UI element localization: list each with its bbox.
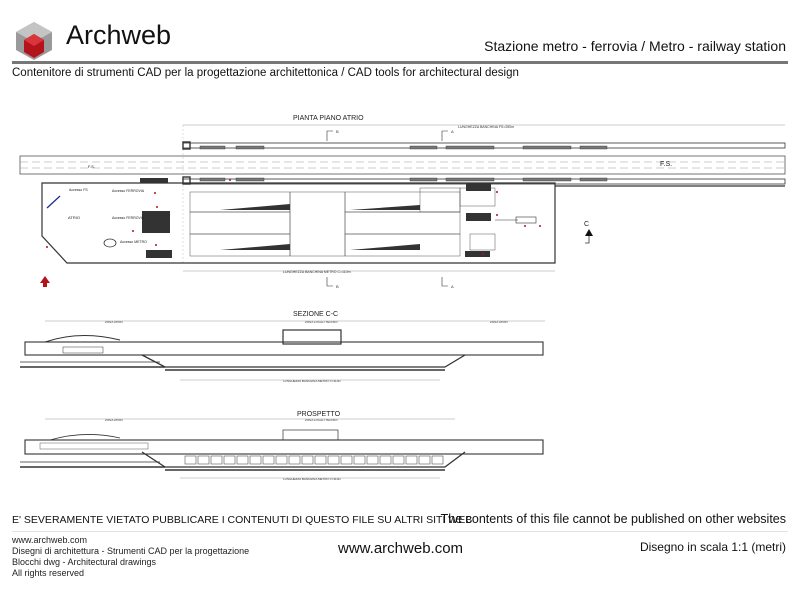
cut-b-label-top: B bbox=[336, 129, 339, 134]
fire-markers bbox=[46, 179, 541, 255]
logo-text: Archweb bbox=[66, 20, 172, 50]
elevation-window bbox=[366, 455, 379, 465]
plan-title: PIANTA PIANO ATRIO bbox=[293, 115, 364, 122]
zona-atrio-label-1: ZONA ATRIO bbox=[105, 320, 123, 324]
elevation-window bbox=[431, 455, 444, 465]
scale-note: Disegno in scala 1:1 (metri) bbox=[639, 540, 786, 554]
elevation-window bbox=[223, 455, 236, 465]
dim-fs-label: LUNGHEZZA BANCHINA FS=250m bbox=[458, 125, 514, 129]
elevation-window bbox=[275, 455, 288, 465]
elevation-window bbox=[379, 455, 392, 465]
dim-metro-label: LUNGHEZZA BANCHINA METRO C=110m bbox=[283, 270, 351, 274]
fs-label: F.S. bbox=[88, 164, 95, 169]
elevation-window bbox=[327, 455, 340, 465]
zona-locali-label-1: ZONA LOCALI TECNICI bbox=[305, 320, 338, 324]
accesso-metro-label: Accesso METRO bbox=[120, 240, 147, 244]
footer-url[interactable]: www.archweb.com bbox=[12, 535, 88, 545]
drawing-title: Stazione metro - ferrovia / Metro - rail… bbox=[484, 38, 786, 54]
elevation-window bbox=[210, 455, 223, 465]
zona-atrio-label-3: ZONA ATRIO bbox=[105, 418, 123, 422]
cad-drawing: PIANTA PIANO ATRIO LUNGHEZZA BANCHINA FS… bbox=[19, 115, 786, 481]
header-divider bbox=[12, 61, 788, 64]
elevation-window bbox=[262, 455, 275, 465]
zona-atrio-label-2: ZONA ATRIO bbox=[490, 320, 508, 324]
fs-label-right: F.S. bbox=[660, 161, 672, 168]
cut-a-label-top: A bbox=[451, 129, 454, 134]
section-c-marker-icon bbox=[585, 229, 593, 236]
cut-a-label-bottom: A bbox=[451, 284, 454, 289]
section-c-label: C bbox=[584, 221, 589, 228]
footer-line-cad: Disegni di architettura - Strumenti CAD … bbox=[12, 546, 250, 556]
accesso-ferrovia-label-1: Accesso FERROVIA bbox=[112, 189, 145, 193]
subtitle: Contenitore di strumenti CAD per la prog… bbox=[12, 67, 519, 79]
copyright-warning-en: The contents of this file cannot be publ… bbox=[440, 512, 786, 526]
elevation-title: PROSPETTO bbox=[297, 411, 341, 418]
north-arrow-icon bbox=[40, 276, 50, 287]
elevation-window bbox=[288, 455, 301, 465]
cut-b-label-bottom: B bbox=[336, 284, 339, 289]
archweb-logo-icon bbox=[16, 22, 52, 60]
dim-metro-elevation-label: LUNGHEZZA BANCHINA METRO C=110m bbox=[283, 477, 341, 481]
prospetto-elevation bbox=[20, 429, 544, 471]
footer-divider bbox=[12, 531, 788, 532]
elevation-window bbox=[184, 455, 197, 465]
center-url-link[interactable]: www.archweb.com bbox=[338, 540, 464, 557]
footer-rights: All rights reserved bbox=[12, 568, 85, 578]
elevation-window bbox=[353, 455, 366, 465]
elevation-window bbox=[301, 455, 314, 465]
elevation-window bbox=[197, 455, 210, 465]
footer-line-dwg: Blocchi dwg - Architectural drawings bbox=[12, 557, 157, 567]
section-title: SEZIONE C-C bbox=[293, 311, 338, 318]
elevation-window bbox=[249, 455, 262, 465]
dim-metro-section-label: LUNGHEZZA BANCHINA METRO C=110m bbox=[283, 379, 341, 383]
elevation-window bbox=[236, 455, 249, 465]
elevation-window bbox=[314, 455, 327, 465]
elevation-window bbox=[340, 455, 353, 465]
atrio-label: ATRIO bbox=[68, 215, 80, 220]
section-c-c bbox=[20, 329, 544, 371]
copyright-warning-it: E' SEVERAMENTE VIETATO PUBBLICARE I CONT… bbox=[12, 514, 473, 526]
accesso-fs-label: Accesso FS bbox=[69, 188, 88, 192]
elevation-window bbox=[418, 455, 431, 465]
accesso-ferrovia-label-2: Accesso FERROVIA bbox=[112, 216, 145, 220]
fs-tracks bbox=[19, 155, 786, 175]
zona-locali-label-2: ZONA LOCALI TECNICI bbox=[305, 418, 338, 422]
elevation-window bbox=[392, 455, 405, 465]
elevation-window bbox=[405, 455, 418, 465]
